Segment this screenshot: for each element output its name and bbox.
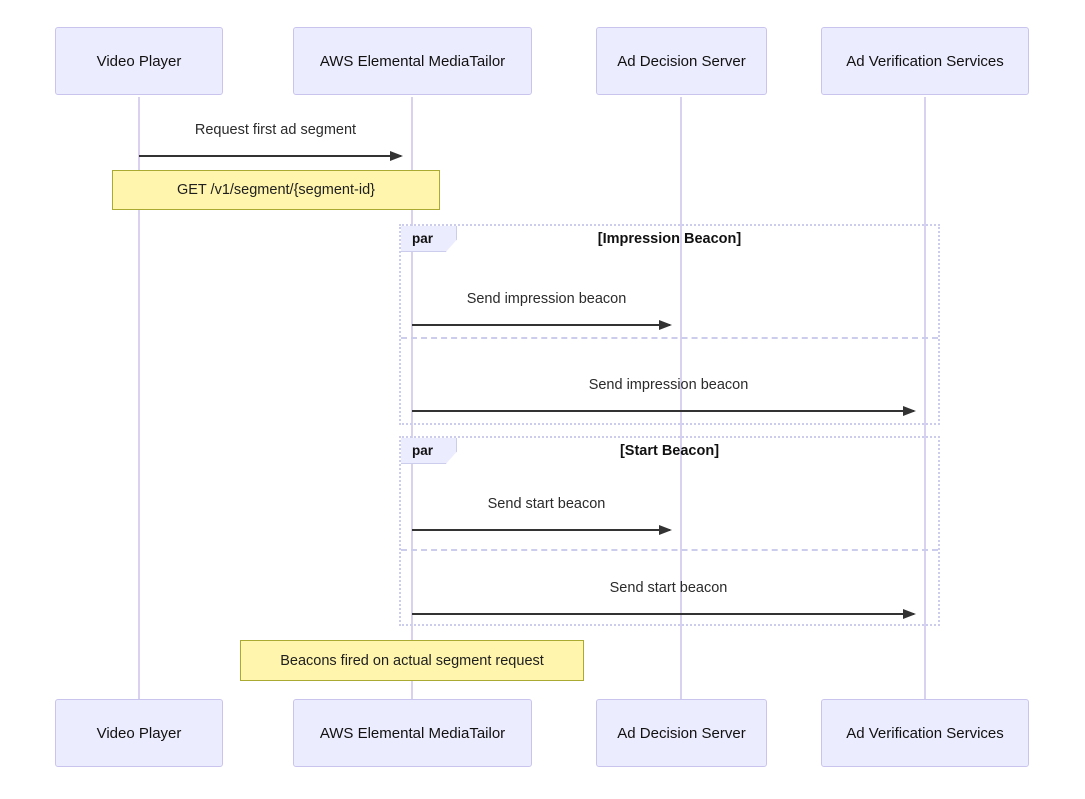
participant-top-ad-verification-services: Ad Verification Services <box>821 27 1029 95</box>
message-label: Send start beacon <box>609 580 728 596</box>
message-arrow <box>412 406 916 416</box>
participant-bottom-mediatailor: AWS Elemental MediaTailor <box>293 699 532 767</box>
arrowhead-icon <box>903 609 916 619</box>
arrowhead-icon <box>903 406 916 416</box>
participant-bottom-ad-decision-server: Ad Decision Server <box>596 699 767 767</box>
participant-top-mediatailor: AWS Elemental MediaTailor <box>293 27 532 95</box>
message-arrow <box>412 609 916 619</box>
note-text: Beacons fired on actual segment request <box>280 652 544 669</box>
participant-top-video-player: Video Player <box>55 27 223 95</box>
lifeline-ad-verification-services <box>924 97 926 699</box>
message-arrow <box>412 525 672 535</box>
participant-label: Ad Decision Server <box>617 52 746 70</box>
note-beacons-fired: Beacons fired on actual segment request <box>240 640 584 681</box>
participant-top-ad-decision-server: Ad Decision Server <box>596 27 767 95</box>
par-label: par <box>401 438 457 464</box>
message-arrow <box>139 151 403 161</box>
participant-label: AWS Elemental MediaTailor <box>319 52 506 70</box>
message-label: Send impression beacon <box>466 291 627 307</box>
par-frame-impression-beacon: par [Impression Beacon] <box>399 224 940 425</box>
participant-label: Ad Verification Services <box>846 52 1004 70</box>
par-frame-start-beacon: par [Start Beacon] <box>399 436 940 626</box>
arrowhead-icon <box>659 525 672 535</box>
lifeline-video-player <box>138 97 140 699</box>
note-get-segment: GET /v1/segment/{segment-id} <box>112 170 440 210</box>
lifeline-mediatailor <box>411 97 413 699</box>
note-text: GET /v1/segment/{segment-id} <box>176 182 375 198</box>
message-label: Send start beacon <box>487 496 606 512</box>
message-arrow <box>412 320 672 330</box>
participant-label: Ad Verification Services <box>846 724 1004 742</box>
arrowhead-icon <box>659 320 672 330</box>
participant-label: Video Player <box>96 52 182 70</box>
par-condition: [Start Beacon] <box>619 443 720 459</box>
lifeline-ad-decision-server <box>680 97 682 699</box>
par-label: par <box>401 226 457 252</box>
par-divider <box>401 549 938 551</box>
arrowhead-icon <box>390 151 403 161</box>
participant-bottom-ad-verification-services: Ad Verification Services <box>821 699 1029 767</box>
participant-label: AWS Elemental MediaTailor <box>319 724 506 742</box>
participant-bottom-video-player: Video Player <box>55 699 223 767</box>
message-label: Send impression beacon <box>588 377 749 393</box>
par-condition: [Impression Beacon] <box>597 231 742 247</box>
participant-label: Ad Decision Server <box>617 724 746 742</box>
par-divider <box>401 337 938 339</box>
participant-label: Video Player <box>96 724 182 742</box>
message-label: Request first ad segment <box>194 122 357 138</box>
